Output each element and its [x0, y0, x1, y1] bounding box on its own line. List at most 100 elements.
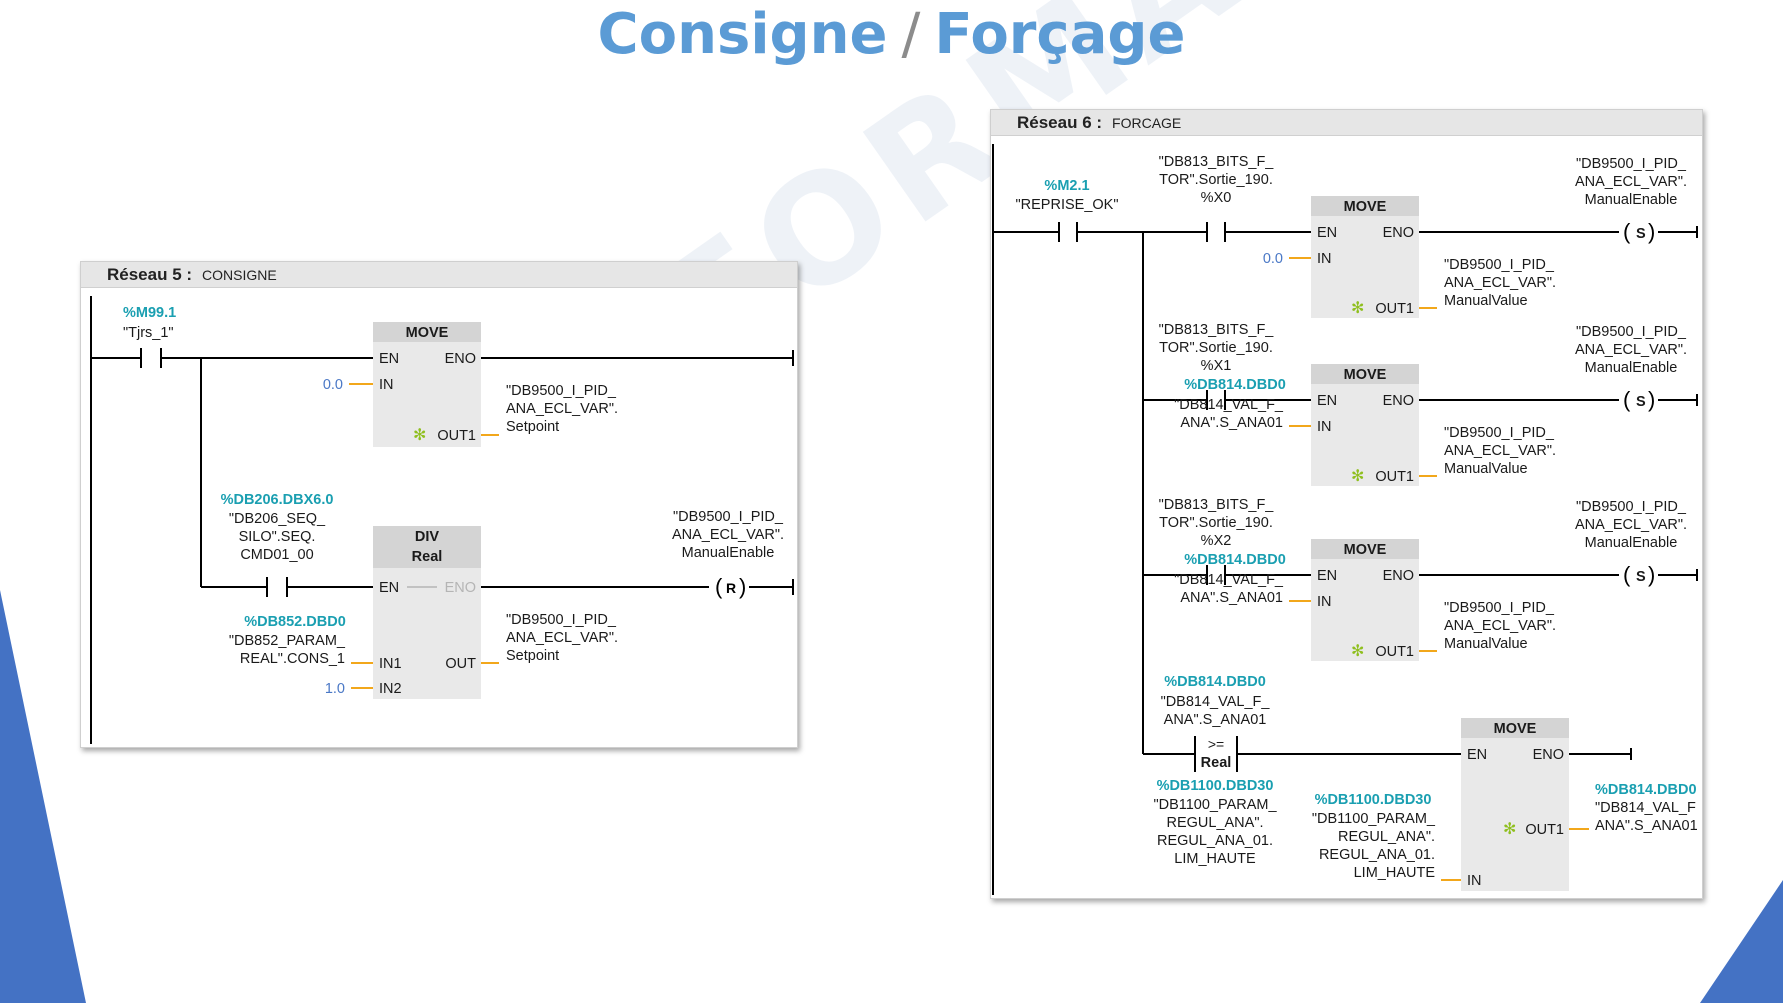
n6-rung1-contact-tag-1: "DB813_BITS_F_ — [1159, 154, 1275, 170]
n6-rung1-move-block — [1311, 196, 1419, 318]
n5-coil-symbol: R — [726, 580, 736, 596]
n6-move4-in-address: %DB1100.DBD30 — [1315, 792, 1432, 808]
n5-move-out: OUT1 — [437, 428, 476, 444]
n6-rung1-move-in: IN — [1317, 251, 1332, 267]
n5-move-out-tag-3: Setpoint — [506, 419, 559, 435]
n5-coil-tag-2: ANA_ECL_VAR". — [672, 527, 784, 543]
n6-rung3-coil-left: ( — [1623, 562, 1631, 587]
n5-coil-tag-1: "DB9500_I_PID_ — [673, 509, 784, 525]
n6-rung3-out-tag-2: ANA_ECL_VAR". — [1444, 618, 1556, 634]
n6-move4-star-icon: ✻ — [1503, 821, 1516, 838]
network-5-diagram: %M99.1 "Tjrs_1" MOVE EN ENO IN OUT1 ✻ 0.… — [90, 296, 794, 744]
n5-move-title: MOVE — [406, 325, 449, 341]
n6-rung2-in-tag-2: ANA".S_ANA01 — [1180, 415, 1283, 431]
n6-rung3-move-in: IN — [1317, 594, 1332, 610]
n6-rung2-out-tag-2: ANA_ECL_VAR". — [1444, 443, 1556, 459]
n5-contact2-tag-2: SILO".SEQ. — [239, 529, 316, 545]
n6-rung3-contact-tag-1: "DB813_BITS_F_ — [1159, 497, 1275, 513]
n5-move-out-tag-1: "DB9500_I_PID_ — [506, 383, 617, 399]
n6-move4-out-tag-1: "DB814_VAL_F — [1595, 800, 1696, 816]
n5-div-out-tag-3: Setpoint — [506, 648, 559, 664]
n5-coil-tag-3: ManualEnable — [682, 545, 775, 561]
n6-compare-top-tag-1: "DB814_VAL_F_ — [1161, 694, 1271, 710]
n6-rung2-move-in: IN — [1317, 419, 1332, 435]
n6-compare-bottom-tag-4: LIM_HAUTE — [1174, 851, 1256, 867]
n6-move4-out-tag-2: ANA".S_ANA01 — [1595, 818, 1698, 834]
n5-coil-right: ) — [739, 574, 746, 599]
n6-rung3-coil-tag-1: "DB9500_I_PID_ — [1576, 499, 1687, 515]
n6-move4-in-tag-2: REGUL_ANA". — [1338, 829, 1435, 845]
n6-main-contact-tag: "REPRISE_OK" — [1016, 197, 1119, 213]
n6-rung1-out-tag-1: "DB9500_I_PID_ — [1444, 257, 1555, 273]
n6-compare-bottom-tag-3: REGUL_ANA_01. — [1157, 833, 1273, 849]
n6-move4-in: IN — [1467, 873, 1482, 889]
n6-rung2-in-address: %DB814.DBD0 — [1184, 377, 1286, 393]
n6-rung2-out-tag-1: "DB9500_I_PID_ — [1444, 425, 1555, 441]
n5-div-type: Real — [412, 549, 443, 565]
n6-rung2-coil-symbol: S — [1636, 394, 1646, 410]
n6-rung2-move-en: EN — [1317, 393, 1337, 409]
n6-rung2-contact-tag-2: TOR".Sortie_190. — [1159, 340, 1273, 356]
n6-rung3-move-en: EN — [1317, 568, 1337, 584]
n6-rung1-coil-tag-3: ManualEnable — [1585, 192, 1678, 208]
n6-compare-top-address: %DB814.DBD0 — [1164, 674, 1266, 690]
network-5-panel: Réseau 5 :CONSIGNE %M99.1 "Tjrs_1" MOVE … — [80, 261, 798, 748]
n6-rung3-coil-right: ) — [1648, 562, 1655, 587]
network-6-number: Réseau 6 : — [1017, 113, 1103, 132]
n6-move4-en: EN — [1467, 747, 1487, 763]
n6-rung2-out-tag-3: ManualValue — [1444, 461, 1528, 477]
n6-rung3-contact-tag-2: TOR".Sortie_190. — [1159, 515, 1273, 531]
n6-rung2-in-tag-1: "DB814_VAL_F_ — [1174, 397, 1284, 413]
slide-title: Consigne/Forçage — [0, 2, 1783, 67]
network-5-name: CONSIGNE — [202, 267, 277, 283]
n6-compare-type: Real — [1201, 755, 1232, 771]
n6-rung1-coil-symbol: S — [1636, 226, 1646, 242]
n6-move4-eno: ENO — [1533, 747, 1564, 763]
right-accent-triangle — [1700, 880, 1783, 1003]
network-6-header: Réseau 6 : FORCAGE — [991, 110, 1702, 136]
n5-div-eno: ENO — [445, 580, 476, 596]
n5-move-eno: ENO — [445, 351, 476, 367]
n6-rung2-coil-tag-1: "DB9500_I_PID_ — [1576, 324, 1687, 340]
n6-rung2-move-header — [1311, 364, 1419, 384]
n5-move-block — [373, 322, 481, 447]
n5-coil-left: ( — [715, 574, 723, 599]
n6-move4-in-tag-1: "DB1100_PARAM_ — [1312, 811, 1436, 827]
n5-div-out: OUT — [445, 656, 476, 672]
n6-rung2-move-out: OUT1 — [1375, 469, 1414, 485]
left-accent-triangle — [0, 590, 86, 1003]
n6-rung1-coil-tag-1: "DB9500_I_PID_ — [1576, 156, 1687, 172]
n6-rung3-move-star-icon: ✻ — [1351, 643, 1364, 660]
n6-rung1-out-tag-3: ManualValue — [1444, 293, 1528, 309]
n6-rung1-move-star-icon: ✻ — [1351, 300, 1364, 317]
n5-move-in: IN — [379, 377, 394, 393]
n6-compare-bottom-address: %DB1100.DBD30 — [1157, 778, 1274, 794]
n6-rung3-move-eno: ENO — [1383, 568, 1414, 584]
n5-div-in2-value: 1.0 — [325, 681, 345, 697]
n6-rung1-coil-right: ) — [1648, 219, 1655, 244]
n6-rung1-move-en: EN — [1317, 225, 1337, 241]
n6-rung3-coil-tag-2: ANA_ECL_VAR". — [1575, 517, 1687, 533]
n6-rung2-coil-tag-2: ANA_ECL_VAR". — [1575, 342, 1687, 358]
n6-rung2-coil-right: ) — [1648, 387, 1655, 412]
n6-rung3-in-address: %DB814.DBD0 — [1184, 552, 1286, 568]
n6-rung2-move-block — [1311, 364, 1419, 486]
n5-move-en: EN — [379, 351, 399, 367]
n6-move4-out: OUT1 — [1525, 822, 1564, 838]
n6-rung3-coil-tag-3: ManualEnable — [1585, 535, 1678, 551]
n6-rung3-move-block — [1311, 539, 1419, 661]
n5-move-in-value: 0.0 — [323, 377, 343, 393]
n6-rung3-in-tag-1: "DB814_VAL_F_ — [1174, 572, 1284, 588]
network-6-name: FORCAGE — [1112, 115, 1182, 131]
title-separator: / — [901, 2, 921, 67]
n5-div-out-tag-2: ANA_ECL_VAR". — [506, 630, 618, 646]
n5-div-in2: IN2 — [379, 681, 402, 697]
n6-move4-out-address: %DB814.DBD0 — [1595, 782, 1697, 798]
n6-rung3-move-title: MOVE — [1344, 542, 1387, 558]
title-left: Consigne — [597, 2, 888, 67]
n5-move-out-tag-2: ANA_ECL_VAR". — [506, 401, 618, 417]
network-6-panel: Réseau 6 :FORCAGE %M2.1 "REPRISE_OK" "DB… — [990, 109, 1703, 899]
title-right: Forçage — [934, 2, 1186, 67]
n6-rung1-move-header — [1311, 196, 1419, 216]
n6-rung1-move-out: OUT1 — [1375, 301, 1414, 317]
